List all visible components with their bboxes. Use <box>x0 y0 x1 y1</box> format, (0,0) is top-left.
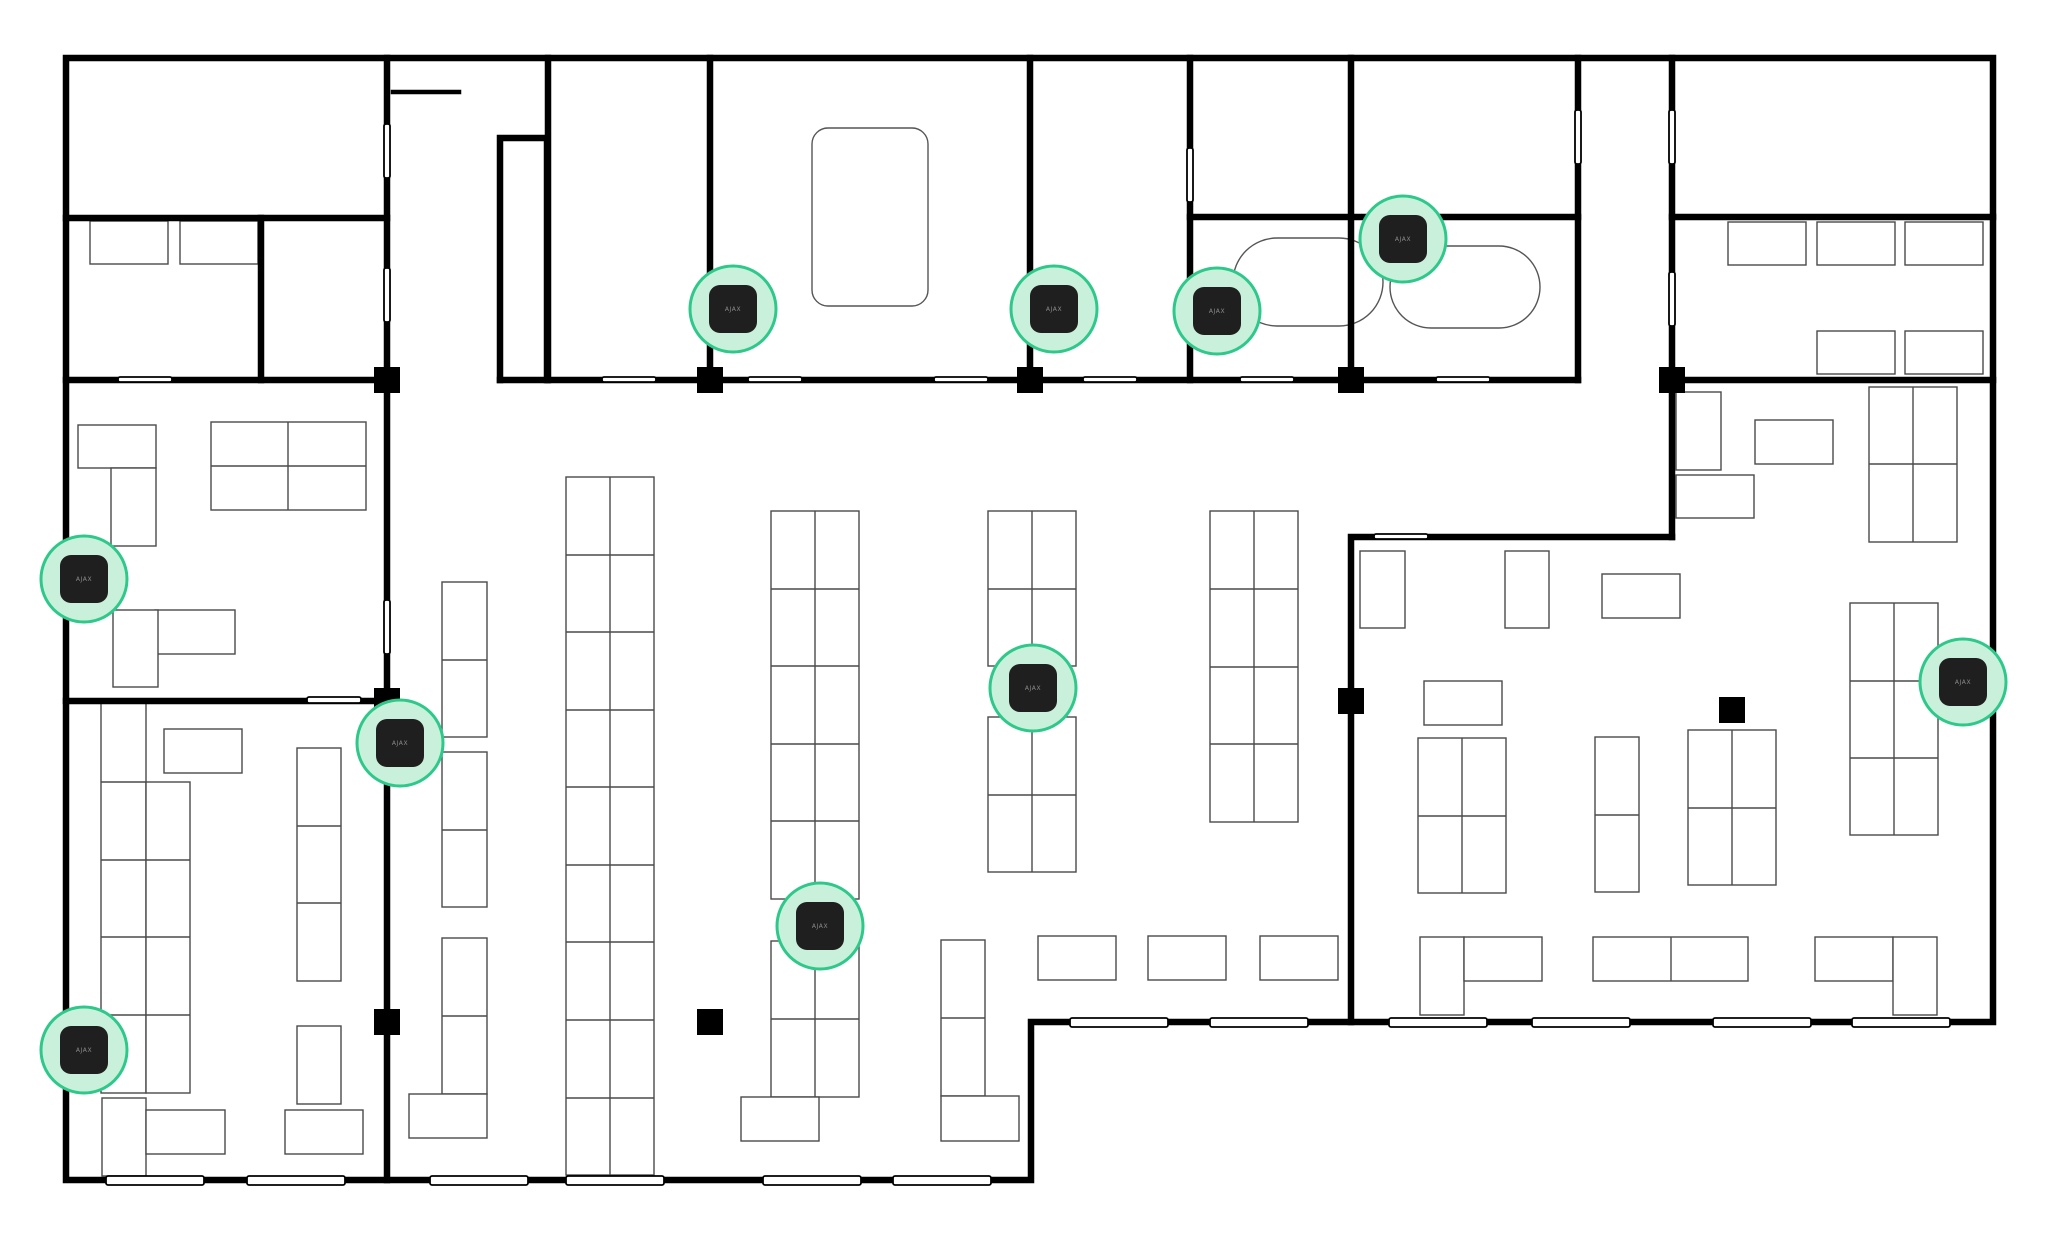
device-8[interactable]: AJAX <box>1918 637 2008 727</box>
device-7[interactable]: AJAX <box>988 643 1078 733</box>
device-brand-label: AJAX <box>1025 685 1041 692</box>
device-brand-label: AJAX <box>812 923 828 930</box>
device-brand-label: AJAX <box>1955 679 1971 686</box>
device-brand-label: AJAX <box>392 740 408 747</box>
device-1[interactable]: AJAX <box>688 264 778 354</box>
device-9[interactable]: AJAX <box>775 881 865 971</box>
windows <box>105 109 1951 1186</box>
device-brand-label: AJAX <box>1395 236 1411 243</box>
columns <box>374 367 1745 1035</box>
device-2[interactable]: AJAX <box>1009 264 1099 354</box>
device-brand-label: AJAX <box>76 576 92 583</box>
device-5[interactable]: AJAX <box>39 534 129 624</box>
device-4[interactable]: AJAX <box>1358 194 1448 284</box>
device-brand-label: AJAX <box>1209 308 1225 315</box>
device-10[interactable]: AJAX <box>39 1005 129 1095</box>
device-brand-label: AJAX <box>76 1047 92 1054</box>
furniture <box>77 127 1984 1177</box>
device-brand-label: AJAX <box>725 306 741 313</box>
device-brand-label: AJAX <box>1046 306 1062 313</box>
device-3[interactable]: AJAX <box>1172 266 1262 356</box>
devices: AJAX AJAX AJAX AJAX AJAX AJAX <box>39 194 2008 1095</box>
device-6[interactable]: AJAX <box>355 698 445 788</box>
